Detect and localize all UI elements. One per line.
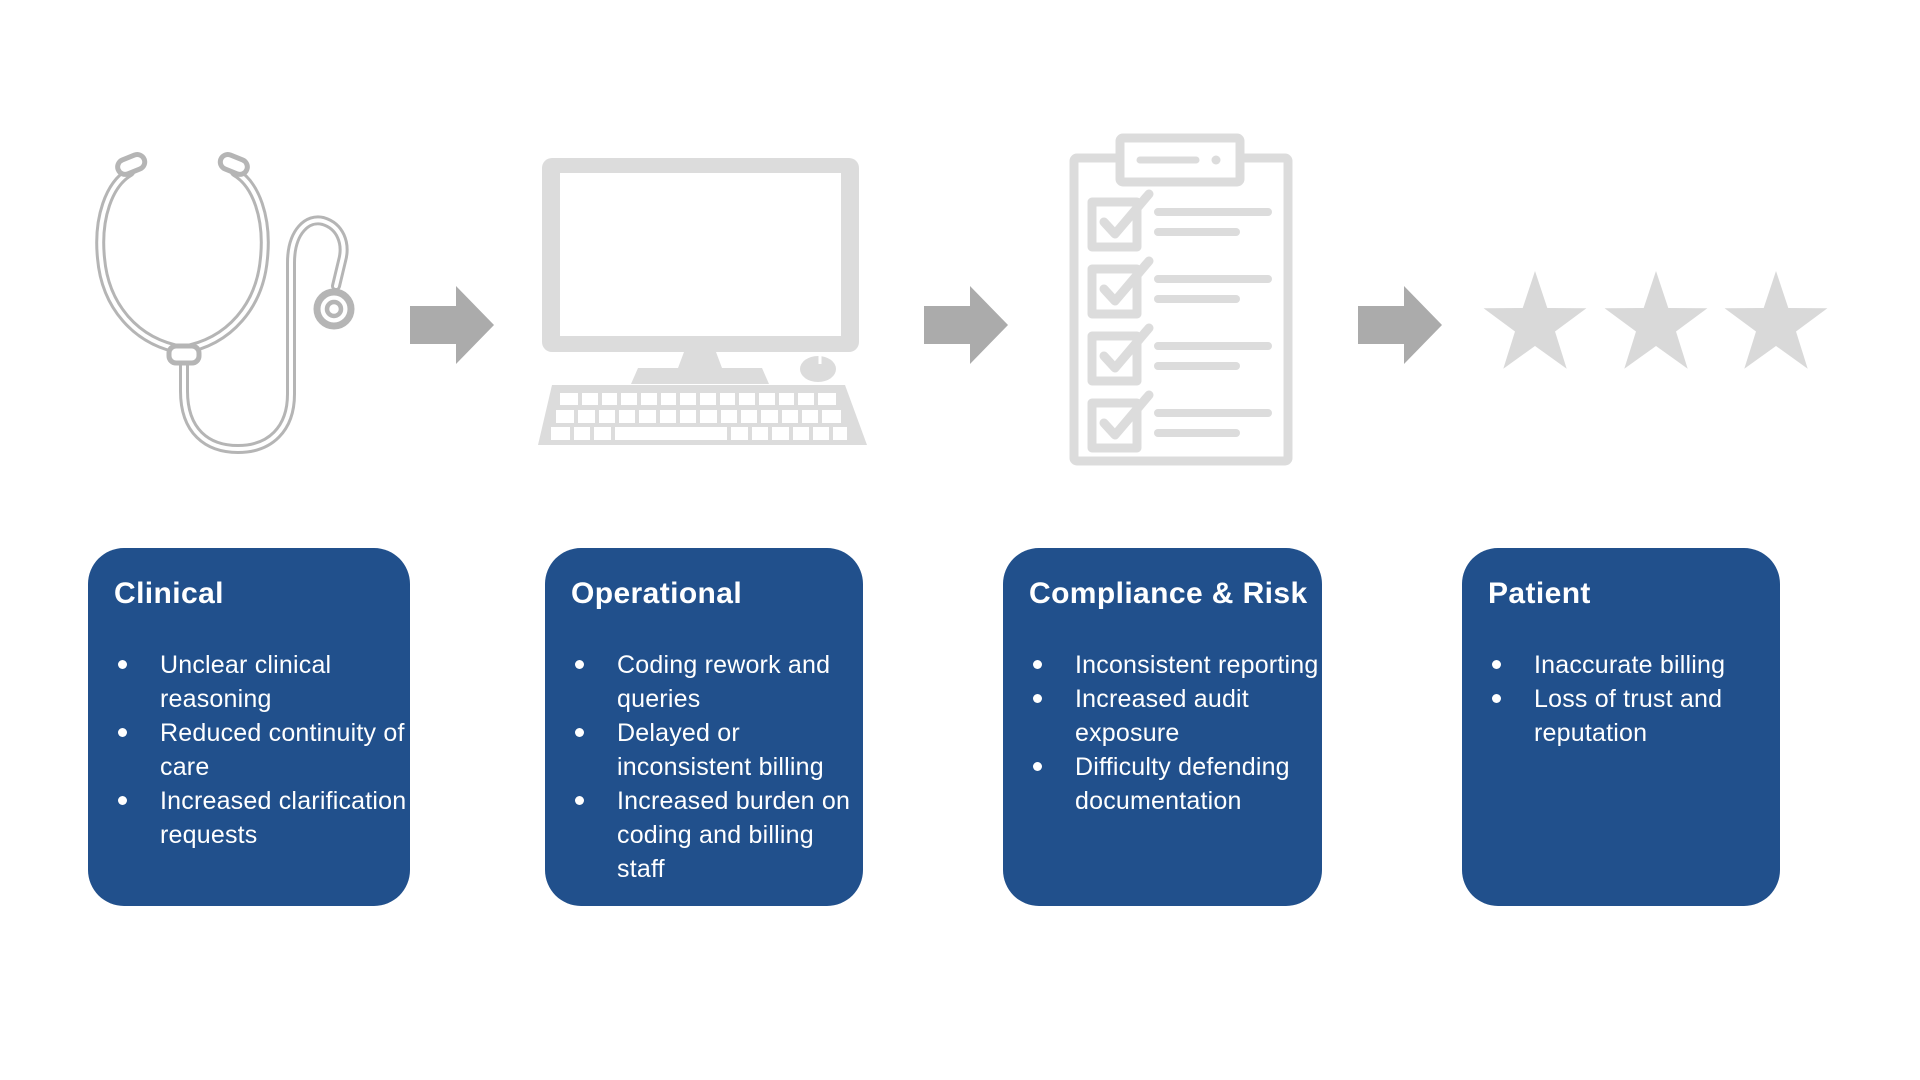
compliance-risk-card-list: Inconsistent reporting Increased audit e…: [1029, 648, 1320, 818]
three-stars-icon: [1483, 271, 1828, 369]
clinical-card-title: Clinical: [114, 577, 224, 610]
operational-card: Operational Coding rework and queries De…: [545, 548, 863, 906]
list-item: Loss of trust and reputation: [1492, 682, 1778, 750]
list-item: Unclear clinical reasoning: [118, 648, 408, 716]
operational-card-title: Operational: [571, 577, 743, 610]
arrow-right-icon: [1358, 286, 1442, 364]
compliance-risk-card: Compliance & Risk Inconsistent reporting…: [1003, 548, 1322, 906]
list-item: Increased burden on coding and billing s…: [575, 784, 861, 886]
operational-card-list: Coding rework and queries Delayed or inc…: [571, 648, 861, 886]
list-item: Inconsistent reporting: [1033, 648, 1320, 682]
checklist-icon: [1069, 133, 1293, 466]
patient-card-list: Inaccurate billing Loss of trust and rep…: [1488, 648, 1778, 750]
list-item: Coding rework and queries: [575, 648, 861, 716]
arrow-right-icon: [410, 286, 494, 364]
computer-icon: [538, 158, 867, 445]
list-item: Reduced continuity of care: [118, 716, 408, 784]
stethoscope-icon: [95, 152, 355, 455]
patient-card-title: Patient: [1488, 577, 1591, 610]
list-item: Difficulty defending documentation: [1033, 750, 1320, 818]
clinical-card-list: Unclear clinical reasoning Reduced conti…: [114, 648, 408, 852]
clinical-card: Clinical Unclear clinical reasoning Redu…: [88, 548, 410, 906]
compliance-risk-card-title: Compliance & Risk: [1029, 577, 1308, 610]
list-item: Inaccurate billing: [1492, 648, 1778, 682]
list-item: Increased audit exposure: [1033, 682, 1320, 750]
list-item: Delayed or inconsistent billing: [575, 716, 861, 784]
patient-card: Patient Inaccurate billing Loss of trust…: [1462, 548, 1780, 906]
list-item: Increased clarification requests: [118, 784, 408, 852]
arrow-right-icon: [924, 286, 1008, 364]
